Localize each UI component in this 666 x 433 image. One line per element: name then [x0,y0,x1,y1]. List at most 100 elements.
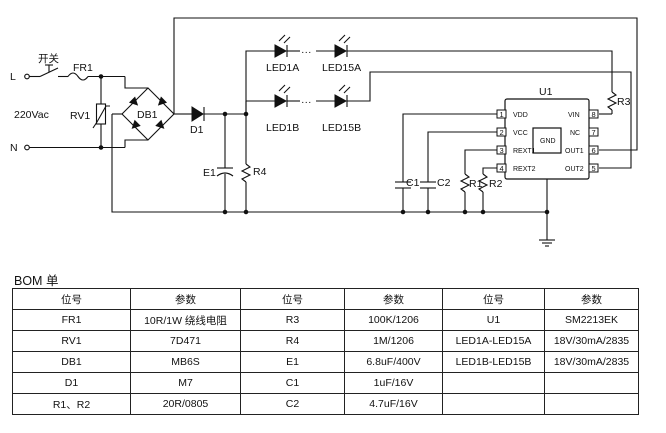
bom-cell: C1 [240,372,345,394]
ic-pin-num-7: 7 [592,128,596,137]
led15b-label: LED15B [322,122,361,134]
ic-pin-num-2: 2 [500,128,504,137]
resistor-r4: R4 [240,114,267,212]
input-voltage-label: 220Vac [14,109,49,121]
bom-cell: LED1A-LED15A [442,330,545,352]
bom-cell: 1uF/16V [344,372,443,394]
bom-table: 位号 参数 位号 参数 位号 参数 FR1 10R/1W 绕线电阻 R3 100… [12,288,639,415]
bom-row: R1、R2 20R/0805 C2 4.7uF/16V [12,393,639,415]
ic-pin-num-3: 3 [500,146,504,155]
line-label: L [10,71,16,83]
ic-pin-8 [588,109,599,119]
bom-row: D1 M7 C1 1uF/16V [12,372,639,394]
bom-header-cell: 位号 [442,288,545,310]
capacitor-c1-label: C1 [406,177,420,189]
led-string-a: LED1A ··· LED15A [243,34,613,117]
ic-label: U1 [539,86,553,98]
bridge-label: DB1 [137,109,158,121]
led15a-label: LED15A [322,62,361,74]
led-a-ellipsis: ··· [301,46,312,58]
bom-cell: FR1 [12,309,131,331]
ic-pin-name-5: OUT2 [565,166,584,173]
bom-cell: 18V/30mA/2835 [544,351,639,373]
bom-cell: D1 [12,372,131,394]
diode-label: D1 [190,124,204,136]
led-b-ellipsis: ··· [301,96,312,108]
varistor-label: RV1 [70,110,90,122]
bom-row: DB1 MB6S E1 6.8uF/400V LED1B-LED15B 18V/… [12,351,639,373]
ic-pin-name-8: VIN [568,112,580,119]
resistor-r4-label: R4 [253,166,267,178]
ic-pin-name-2: VCC [513,130,528,137]
diode-d1: D1 [186,106,246,136]
led1a-label: LED1A [266,62,299,74]
resistor-r3: R3 [599,91,631,115]
ic-pin-name-1: VDD [513,112,528,119]
fuse-fr1: FR1 [67,62,125,81]
ic-pin-num-5: 5 [592,164,596,173]
bom-cell: 100K/1206 [344,309,443,331]
ground-symbol [539,239,555,247]
capacitor-e1: E1 [203,111,234,215]
bom-cell: DB1 [12,351,131,373]
neutral-label: N [10,142,18,154]
bom-header-row: 位号 参数 位号 参数 位号 参数 [12,288,639,310]
bom-cell: RV1 [12,330,131,352]
led1b-label: LED1B [266,122,299,134]
ic-pin-6 [588,145,599,155]
ic-pin-name-4: REXT2 [513,166,536,173]
bom-cell: MB6S [130,351,241,373]
capacitor-c2: C2 [420,177,451,212]
wire-vdd [402,113,497,182]
line-terminal: L [10,71,30,83]
circuit-schematic: L N 220Vac 开关 FR1 RV1 [10,17,638,247]
wire-vcc [427,131,497,182]
resistor-r2: R2 [477,167,503,212]
bom-cell: R4 [240,330,345,352]
ic-pin-num-4: 4 [500,164,504,173]
capacitor-e1-label: E1 [203,167,216,179]
bom-cell [442,372,545,394]
power-switch: 开关 [29,52,68,78]
bom-cell [442,393,545,415]
bom-cell: SM2213EK [544,309,639,331]
bom-header-cell: 参数 [544,288,639,310]
bom-cell [544,372,639,394]
neutral-terminal: N [10,142,30,154]
ic-u1: U1 GND 1 VDD 2 VCC 3 REXT1 4 REXT2 8 VIN… [496,86,599,180]
bom-cell: 20R/0805 [130,393,241,415]
bom-cell: U1 [442,309,545,331]
fuse-label: FR1 [73,62,93,74]
ic-pin-5 [588,163,599,173]
bom-cell: 4.7uF/16V [344,393,443,415]
bom-cell: R1、R2 [12,393,131,415]
ic-pin-7 [588,127,599,137]
capacitor-c1: C1 [395,177,420,212]
bom-title: BOM 单 [14,274,59,288]
bom-row: RV1 7D471 R4 1M/1206 LED1A-LED15A 18V/30… [12,330,639,352]
resistor-r3-label: R3 [617,96,631,108]
bom-header-cell: 参数 [130,288,241,310]
bom-cell: 10R/1W 绕线电阻 [130,309,241,331]
bridge-rectifier-db1: DB1 [111,76,246,213]
bom-row: FR1 10R/1W 绕线电阻 R3 100K/1206 U1 SM2213EK [12,309,639,331]
ic-pin-num-6: 6 [592,146,596,155]
bom-cell: E1 [240,351,345,373]
ic-gnd-pad-label: GND [540,138,556,145]
bom-header-cell: 参数 [344,288,443,310]
bom-cell: 1M/1206 [344,330,443,352]
bom-header-cell: 位号 [12,288,131,310]
bom-cell: C2 [240,393,345,415]
bom-cell: R3 [240,309,345,331]
bom-header-cell: 位号 [240,288,345,310]
ic-pin-name-7: NC [570,130,580,137]
led-string-b: LED1B ··· LED15B [245,71,632,169]
resistor-r2-label: R2 [489,178,503,190]
switch-label: 开关 [38,52,59,65]
varistor-rv1: RV1 [70,74,110,150]
bom-cell: M7 [130,372,241,394]
bom-cell: LED1B-LED15B [442,351,545,373]
ic-pin-name-6: OUT1 [565,148,584,155]
bom-cell: 6.8uF/400V [344,351,443,373]
bom-cell: 18V/30mA/2835 [544,330,639,352]
